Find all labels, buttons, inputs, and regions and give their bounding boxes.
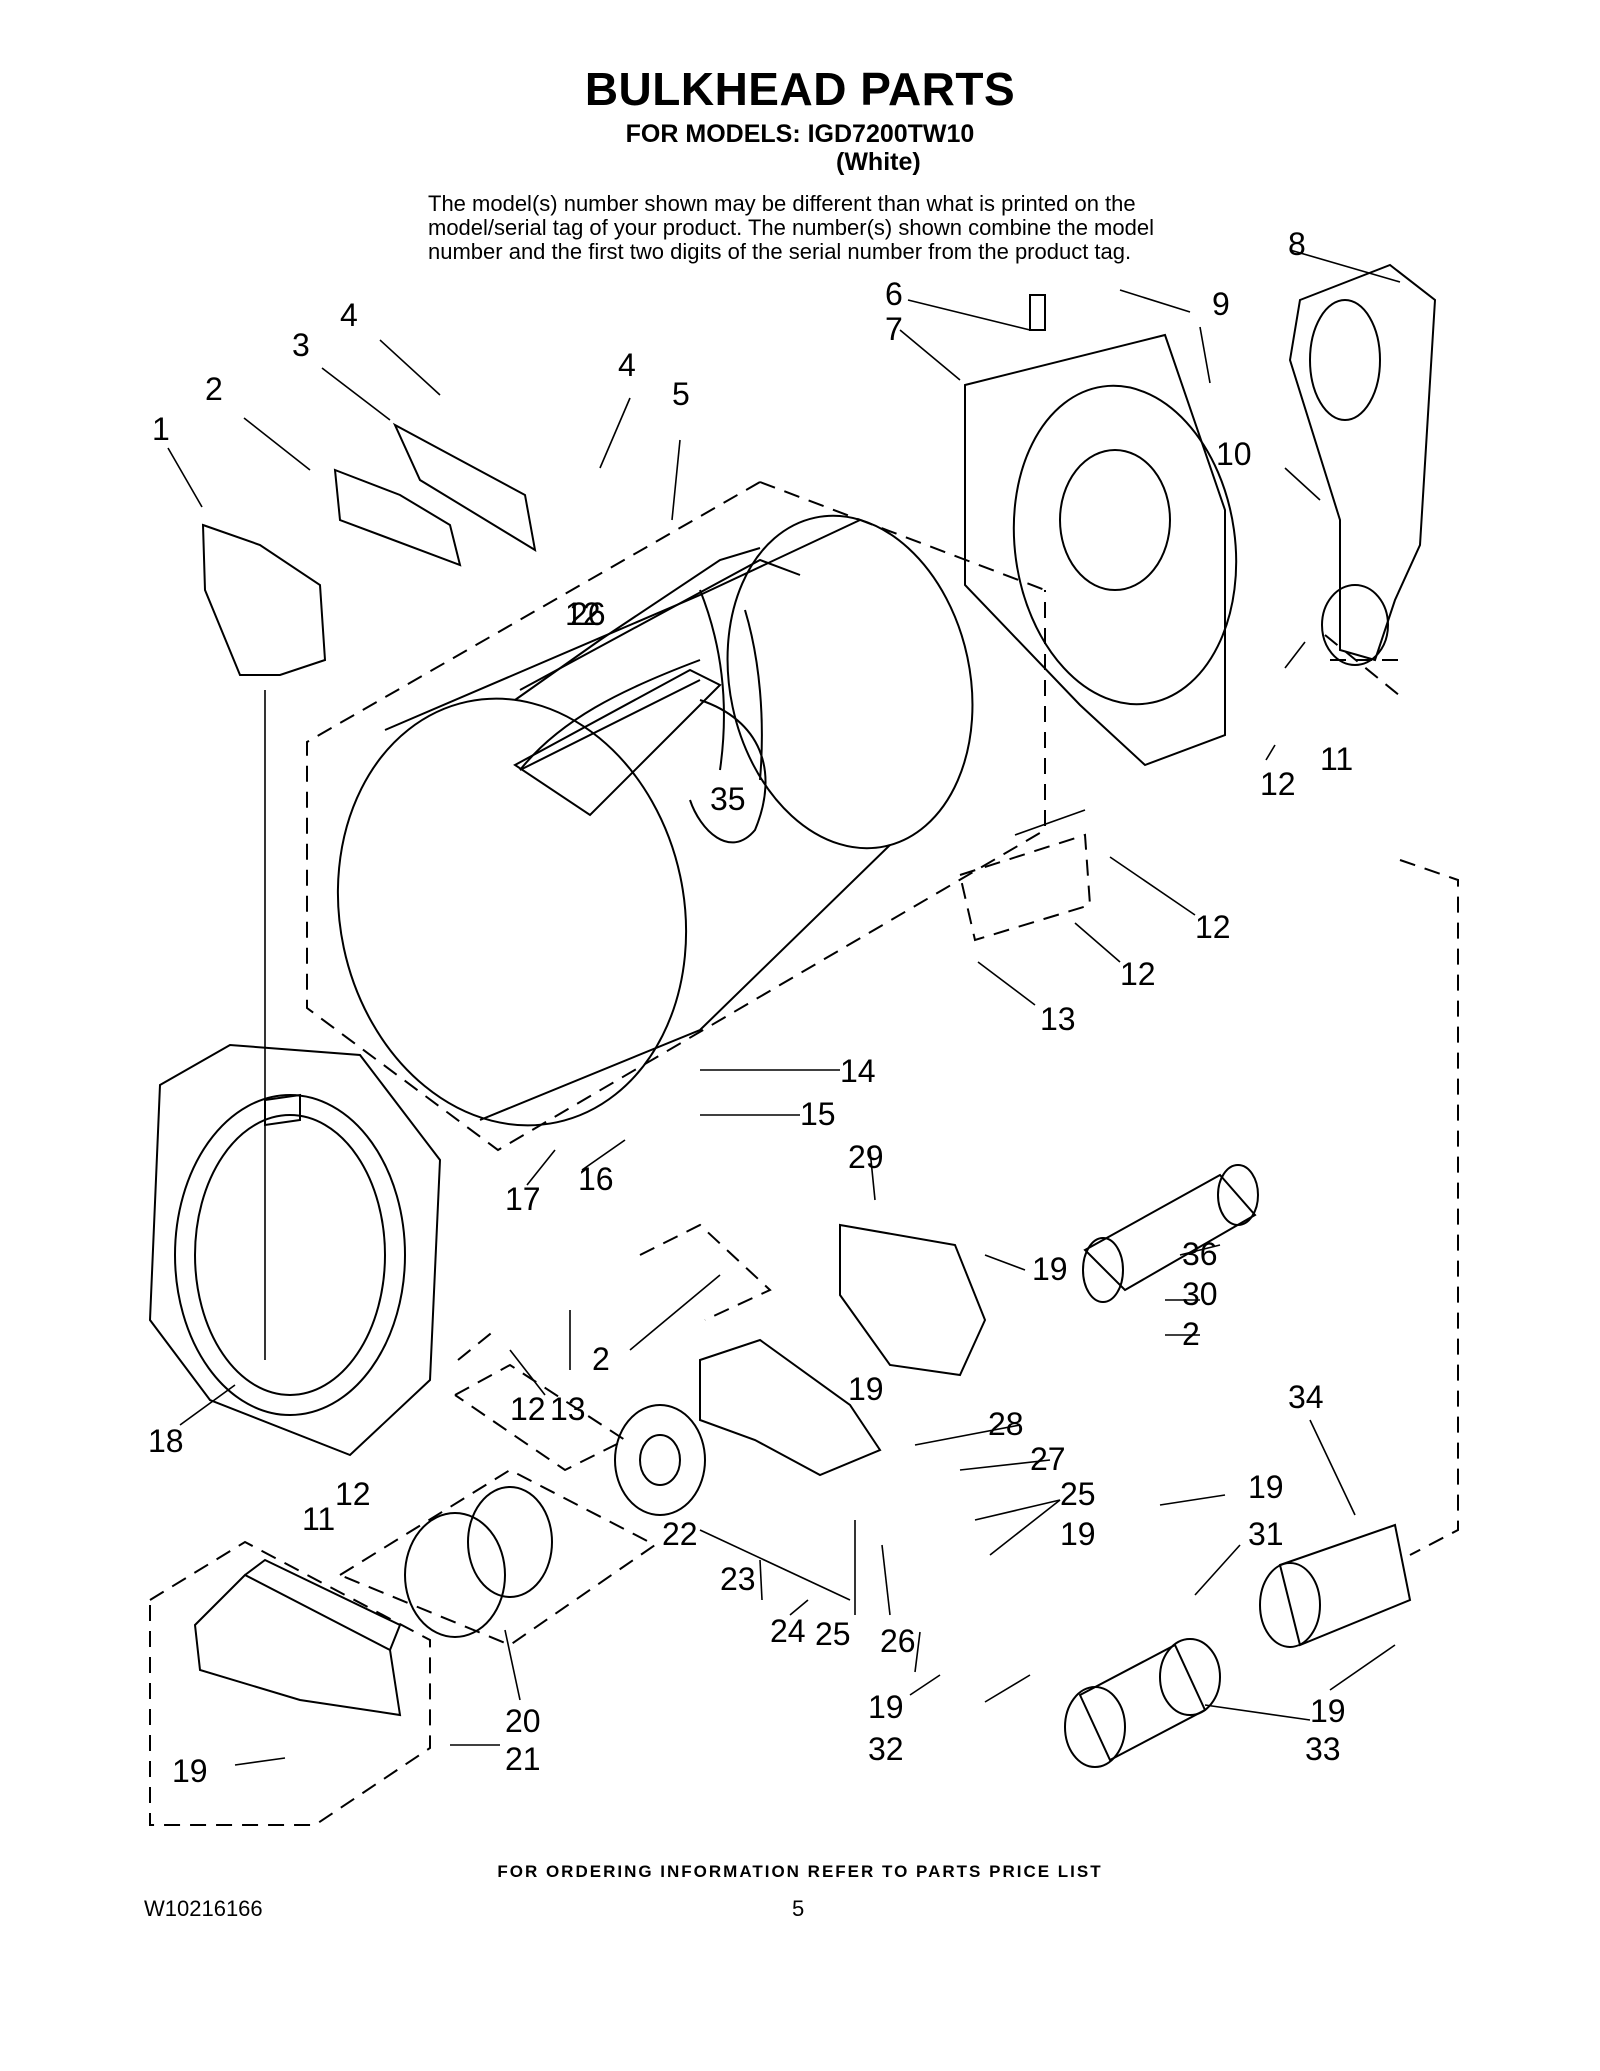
callout-label: 2 xyxy=(1182,1316,1200,1352)
callout-label: 3 xyxy=(292,327,310,363)
callout-label: 8 xyxy=(1288,226,1306,262)
callout-label: 25 xyxy=(815,1616,851,1652)
callout-label: 11 xyxy=(1320,741,1353,777)
burner-part xyxy=(1064,1523,1412,1768)
callout-label: 2 xyxy=(205,371,223,407)
callout-label: 25 xyxy=(1060,1476,1096,1512)
callout-label: 26 xyxy=(880,1623,916,1659)
callout-label: 11 xyxy=(302,1501,335,1537)
callout-label: 9 xyxy=(1212,286,1230,322)
callout-label: 32 xyxy=(868,1731,904,1767)
leader-lines xyxy=(167,249,1401,1766)
exhaust-duct-part xyxy=(1288,263,1437,666)
callout-label: 5 xyxy=(672,376,690,412)
callout-label: 12 xyxy=(1195,909,1231,945)
callout-label: 19 xyxy=(1310,1693,1346,1729)
callout-label: 12 xyxy=(565,596,601,632)
baffle-part xyxy=(513,668,767,844)
blower-housing-part xyxy=(614,1223,987,1516)
callout-label: 4 xyxy=(618,347,636,383)
callout-label: 7 xyxy=(885,311,903,347)
callout-label: 24 xyxy=(770,1613,806,1649)
model-color: (White) xyxy=(836,148,921,176)
callout-label: 12 xyxy=(510,1391,546,1427)
rear-bulkhead-part xyxy=(964,294,1238,767)
drum-part xyxy=(336,514,974,1127)
callout-label: 19 xyxy=(848,1371,884,1407)
callout-label: 13 xyxy=(1040,1001,1076,1037)
callout-label: 12 xyxy=(335,1476,371,1512)
callout-label: 21 xyxy=(505,1741,541,1777)
callout-label: 14 xyxy=(840,1053,876,1089)
callout-label: 19 xyxy=(172,1753,208,1789)
callout-label: 2 xyxy=(592,1341,610,1377)
callout-label: 15 xyxy=(800,1096,836,1132)
callout-label: 34 xyxy=(1288,1379,1324,1415)
callout-label: 30 xyxy=(1182,1276,1218,1312)
callout-label: 33 xyxy=(1305,1731,1341,1767)
disclaimer-line: model/serial tag of your product. The nu… xyxy=(428,215,1154,240)
disclaimer-line: The model(s) number shown may be differe… xyxy=(428,191,1136,216)
model-line: FOR MODELS: IGD7200TW10 xyxy=(625,120,975,148)
ordering-note: FOR ORDERING INFORMATION REFER TO PARTS … xyxy=(497,1862,1103,1881)
heater-tube-part xyxy=(1082,1164,1259,1303)
callout-labels: 1 2 3 4 4 5 6 7 8 9 10 11 12 12 12 13 12… xyxy=(148,226,1353,1789)
callout-label: 18 xyxy=(148,1423,184,1459)
callout-label: 35 xyxy=(710,781,746,817)
callout-label: 12 xyxy=(1260,766,1296,802)
callout-label: 6 xyxy=(885,276,903,312)
callout-label: 19 xyxy=(1248,1469,1284,1505)
callout-label: 23 xyxy=(720,1561,756,1597)
callout-label: 36 xyxy=(1182,1236,1218,1272)
callout-label: 31 xyxy=(1248,1516,1284,1552)
front-bulkhead-part xyxy=(148,1043,442,1457)
seal-ring-part xyxy=(404,1486,553,1638)
callout-label: 12 xyxy=(1120,956,1156,992)
callout-label: 1 xyxy=(152,411,170,447)
callout-label: 29 xyxy=(848,1139,884,1175)
disclaimer-line: number and the first two digits of the s… xyxy=(428,239,1132,264)
lint-duct-part xyxy=(193,1558,402,1717)
document-number: W10216166 xyxy=(144,1896,263,1921)
callout-label: 16 xyxy=(578,1161,614,1197)
callout-label: 17 xyxy=(505,1181,541,1217)
page-title: BULKHEAD PARTS xyxy=(584,63,1016,115)
page-number: 5 xyxy=(792,1896,805,1921)
dashed-group-outline xyxy=(149,481,1459,1826)
callout-label: 19 xyxy=(1032,1251,1068,1287)
callout-label: 28 xyxy=(988,1406,1024,1442)
callout-label: 4 xyxy=(340,297,358,333)
callout-label: 10 xyxy=(1216,436,1252,472)
callout-label: 20 xyxy=(505,1703,541,1739)
callout-label: 22 xyxy=(662,1516,698,1552)
disclaimer-text: The model(s) number shown may be differe… xyxy=(428,192,1328,264)
callout-label: 19 xyxy=(868,1689,904,1725)
lint-filter-part xyxy=(201,422,537,676)
callout-label: 13 xyxy=(550,1391,586,1427)
callout-label: 26 xyxy=(570,596,606,632)
callout-label: 19 xyxy=(1060,1516,1096,1552)
callout-label: 27 xyxy=(1030,1441,1066,1477)
